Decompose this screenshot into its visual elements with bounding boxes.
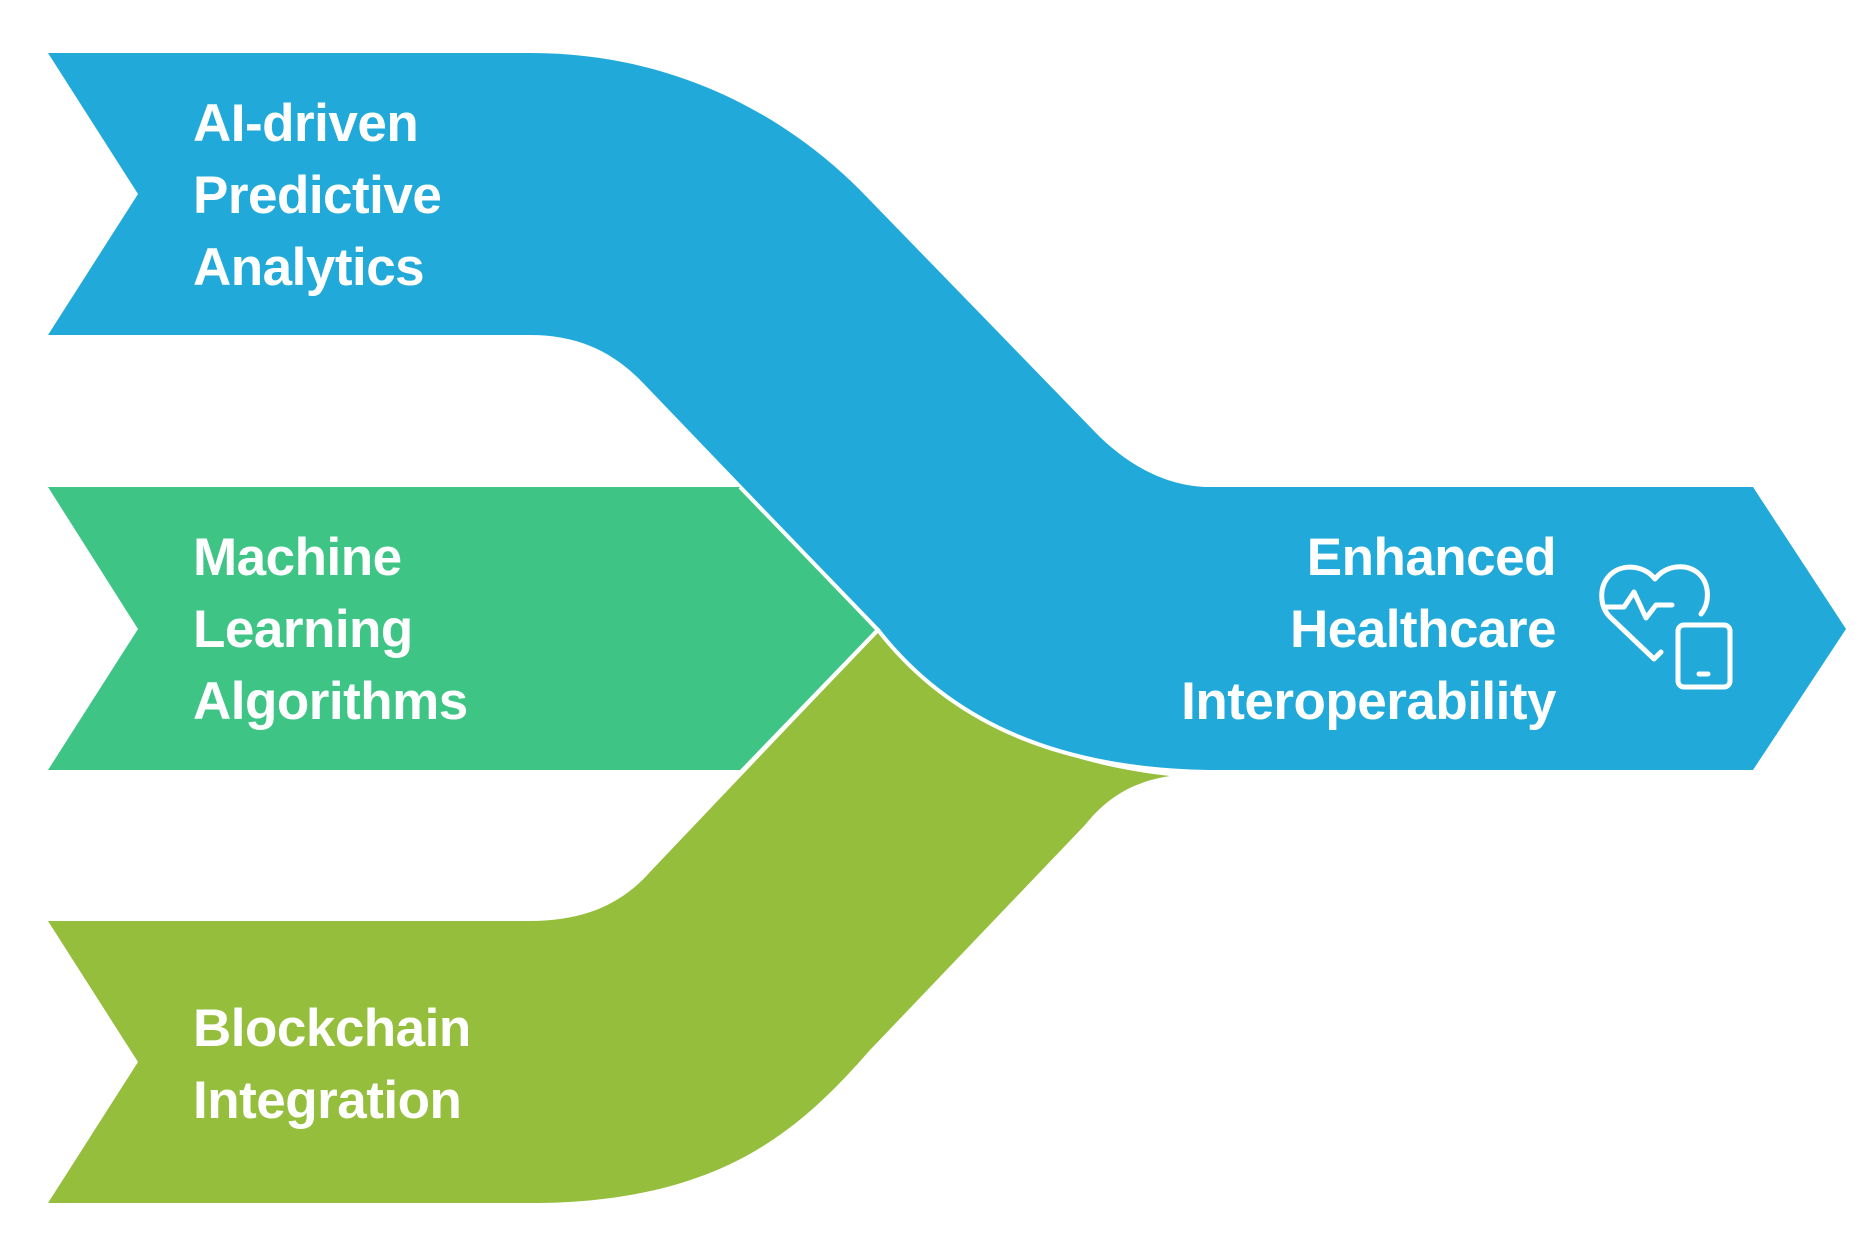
input-label-ai-predictive-analytics: AI-driven Predictive Analytics bbox=[193, 88, 442, 304]
band-ai-predictive-to-output bbox=[48, 53, 1846, 770]
label-line: Analytics bbox=[193, 238, 425, 297]
label-line: Algorithms bbox=[193, 672, 468, 731]
separator-line bbox=[876, 628, 1211, 774]
label-line: Healthcare bbox=[1289, 600, 1557, 659]
label-line: Predictive bbox=[193, 166, 442, 225]
tablet-outline bbox=[1675, 622, 1733, 690]
label-line: Enhanced bbox=[1306, 528, 1557, 587]
label-line: Integration bbox=[193, 1071, 462, 1130]
heart-outline bbox=[1599, 564, 1710, 662]
label-line: AI-driven bbox=[193, 94, 419, 153]
input-label-machine-learning: Machine Learning Algorithms bbox=[193, 522, 468, 738]
label-line: Machine bbox=[193, 528, 402, 587]
input-label-blockchain-integration: Blockchain Integration bbox=[193, 993, 471, 1137]
band-machine-learning bbox=[48, 487, 875, 770]
label-line: Interoperability bbox=[1181, 672, 1556, 731]
band-blockchain-integration bbox=[48, 630, 1170, 1203]
heart-monitor-tablet-icon bbox=[1598, 555, 1748, 705]
label-line: Blockchain bbox=[193, 999, 471, 1058]
output-label-healthcare-interoperability: Enhanced Healthcare Interoperability bbox=[1181, 522, 1556, 738]
label-line: Learning bbox=[193, 600, 413, 659]
pulse-line bbox=[1601, 589, 1675, 621]
